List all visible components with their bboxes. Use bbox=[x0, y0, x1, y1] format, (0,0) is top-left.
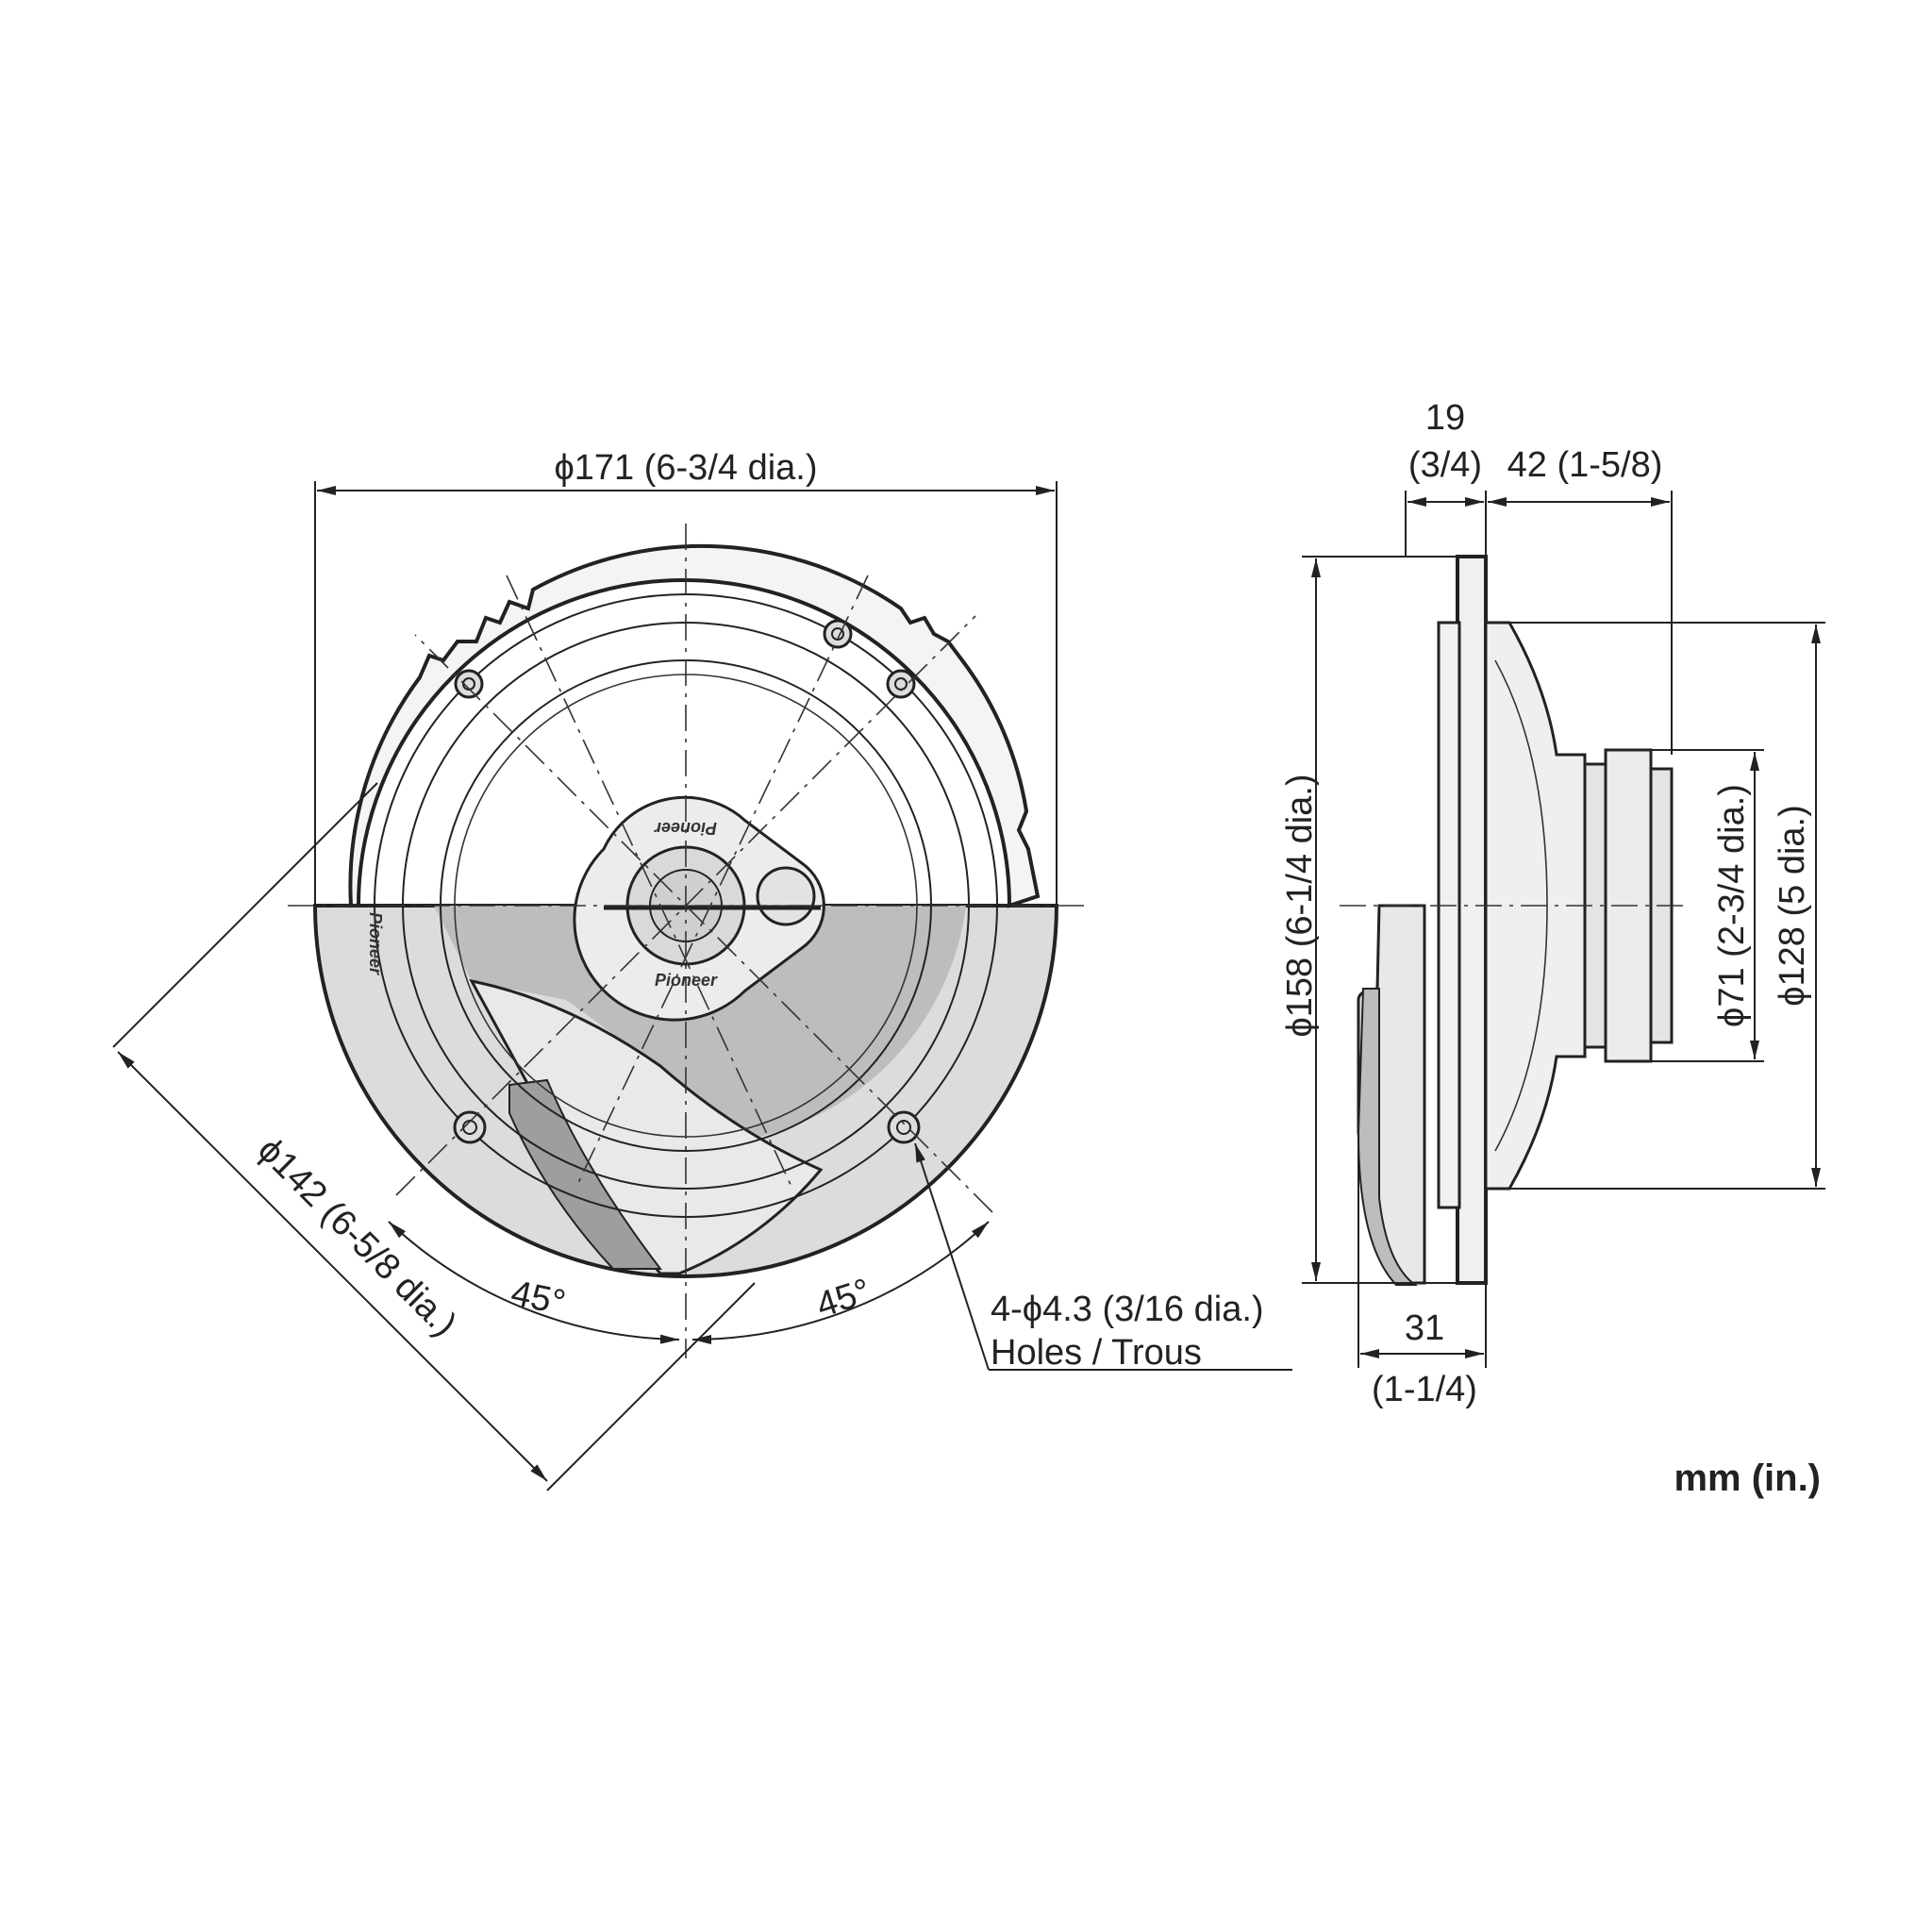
dim-cutout-ext-2 bbox=[546, 1282, 756, 1491]
dim-flange-mm: 19 bbox=[1425, 398, 1465, 438]
side-flange bbox=[1456, 555, 1488, 1285]
dim-flange-in: (3/4) bbox=[1408, 445, 1482, 485]
angle-arc-right bbox=[691, 1221, 990, 1344]
side-basket-curve-top bbox=[1494, 659, 1548, 907]
center-line-diag-3 bbox=[506, 575, 793, 1190]
dim-basket-label: ϕ128 (5 dia.) bbox=[1773, 805, 1812, 1007]
frame-outline bbox=[348, 543, 1041, 908]
angle-right-label: 45° bbox=[811, 1272, 875, 1326]
cone-shaded bbox=[434, 906, 966, 1141]
holes-leader bbox=[914, 1142, 990, 1371]
dim-depth-label: 42 (1-5/8) bbox=[1507, 445, 1663, 485]
dim-cutout-ext-1 bbox=[112, 782, 378, 1048]
side-grille-lip bbox=[1357, 988, 1419, 1286]
dim-magnet-label: ϕ71 (2-3/4 dia.) bbox=[1712, 784, 1752, 1027]
center-line-diag-2 bbox=[414, 634, 993, 1213]
units-label: mm (in.) bbox=[1674, 1457, 1821, 1499]
dim-cutout-line bbox=[117, 1051, 548, 1482]
angle-left-label: 45° bbox=[508, 1274, 569, 1324]
logo-top: Pioneer bbox=[654, 819, 717, 838]
holes-label-line1: 4-ϕ4.3 (3/16 dia.) bbox=[991, 1290, 1264, 1329]
dim-grille-mm: 31 bbox=[1405, 1308, 1444, 1348]
dim-outer-label: ϕ171 (6-3/4 dia.) bbox=[555, 448, 818, 488]
supertweeter bbox=[756, 866, 816, 926]
dim-frame-label: ϕ158 (6-1/4 dia.) bbox=[1280, 774, 1320, 1038]
mounting-hole-top-right-b bbox=[886, 669, 916, 699]
mounting-hole-bottom-right bbox=[887, 1110, 921, 1144]
mounting-hole-top-left bbox=[454, 669, 484, 699]
side-basket-curve-bottom bbox=[1494, 905, 1548, 1152]
angle-arc-left bbox=[388, 1221, 680, 1344]
front-view: Pioneer Pioneer Pioneer bbox=[112, 448, 1292, 1491]
dim-grille-in: (1-1/4) bbox=[1372, 1370, 1477, 1409]
mounting-hole-bottom-left bbox=[453, 1110, 487, 1144]
holes-label-line2: Holes / Trous bbox=[991, 1333, 1202, 1373]
mounting-hole-top-right-a bbox=[823, 619, 853, 649]
side-flange-inner bbox=[1437, 621, 1461, 1209]
logo-side: Pioneer bbox=[366, 912, 385, 975]
side-view: 19 (3/4) 42 (1-5/8) ϕ158 (6-1/4 dia.) ϕ7… bbox=[1280, 398, 1825, 1409]
center-line-diag-4 bbox=[575, 575, 869, 1190]
